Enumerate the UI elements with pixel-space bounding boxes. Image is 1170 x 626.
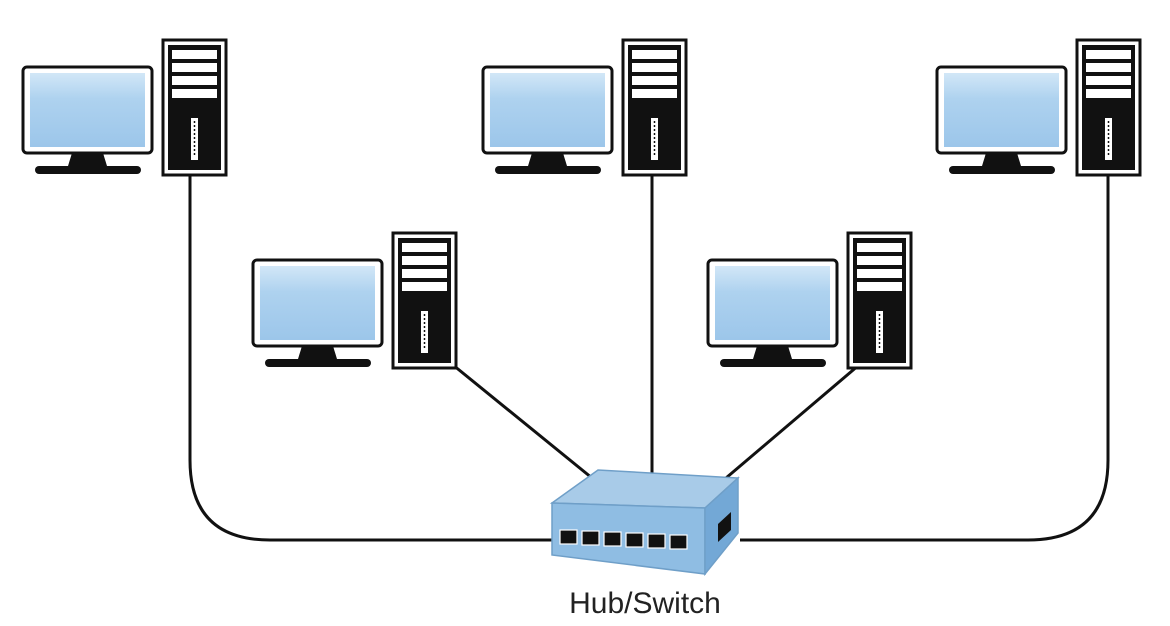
desktop-computer-icon [935, 38, 1142, 177]
computer-middle-right [706, 231, 913, 370]
computer-top-right [935, 38, 1142, 177]
cable-top-left [188, 174, 560, 542]
hub-port [625, 532, 644, 548]
hub-ports [559, 529, 688, 550]
hub-port [559, 529, 578, 545]
network-hub-icon [549, 469, 740, 577]
hub-port [647, 533, 666, 549]
hub-switch-label: Hub/Switch [569, 587, 721, 620]
hub-port [581, 530, 600, 546]
cable-middle-left [452, 363, 593, 480]
hub-port [603, 531, 622, 547]
desktop-computer-icon [481, 38, 688, 177]
cable-top-right [740, 174, 1110, 542]
hub-port [669, 534, 688, 550]
cable-middle-right [725, 363, 860, 480]
network-cables [188, 174, 1110, 542]
computer-top-center [481, 38, 688, 177]
desktop-computer-icon [21, 38, 228, 177]
desktop-computer-icon [251, 231, 458, 370]
computer-top-left [21, 38, 228, 177]
computer-middle-left [251, 231, 458, 370]
desktop-computer-icon [706, 231, 913, 370]
